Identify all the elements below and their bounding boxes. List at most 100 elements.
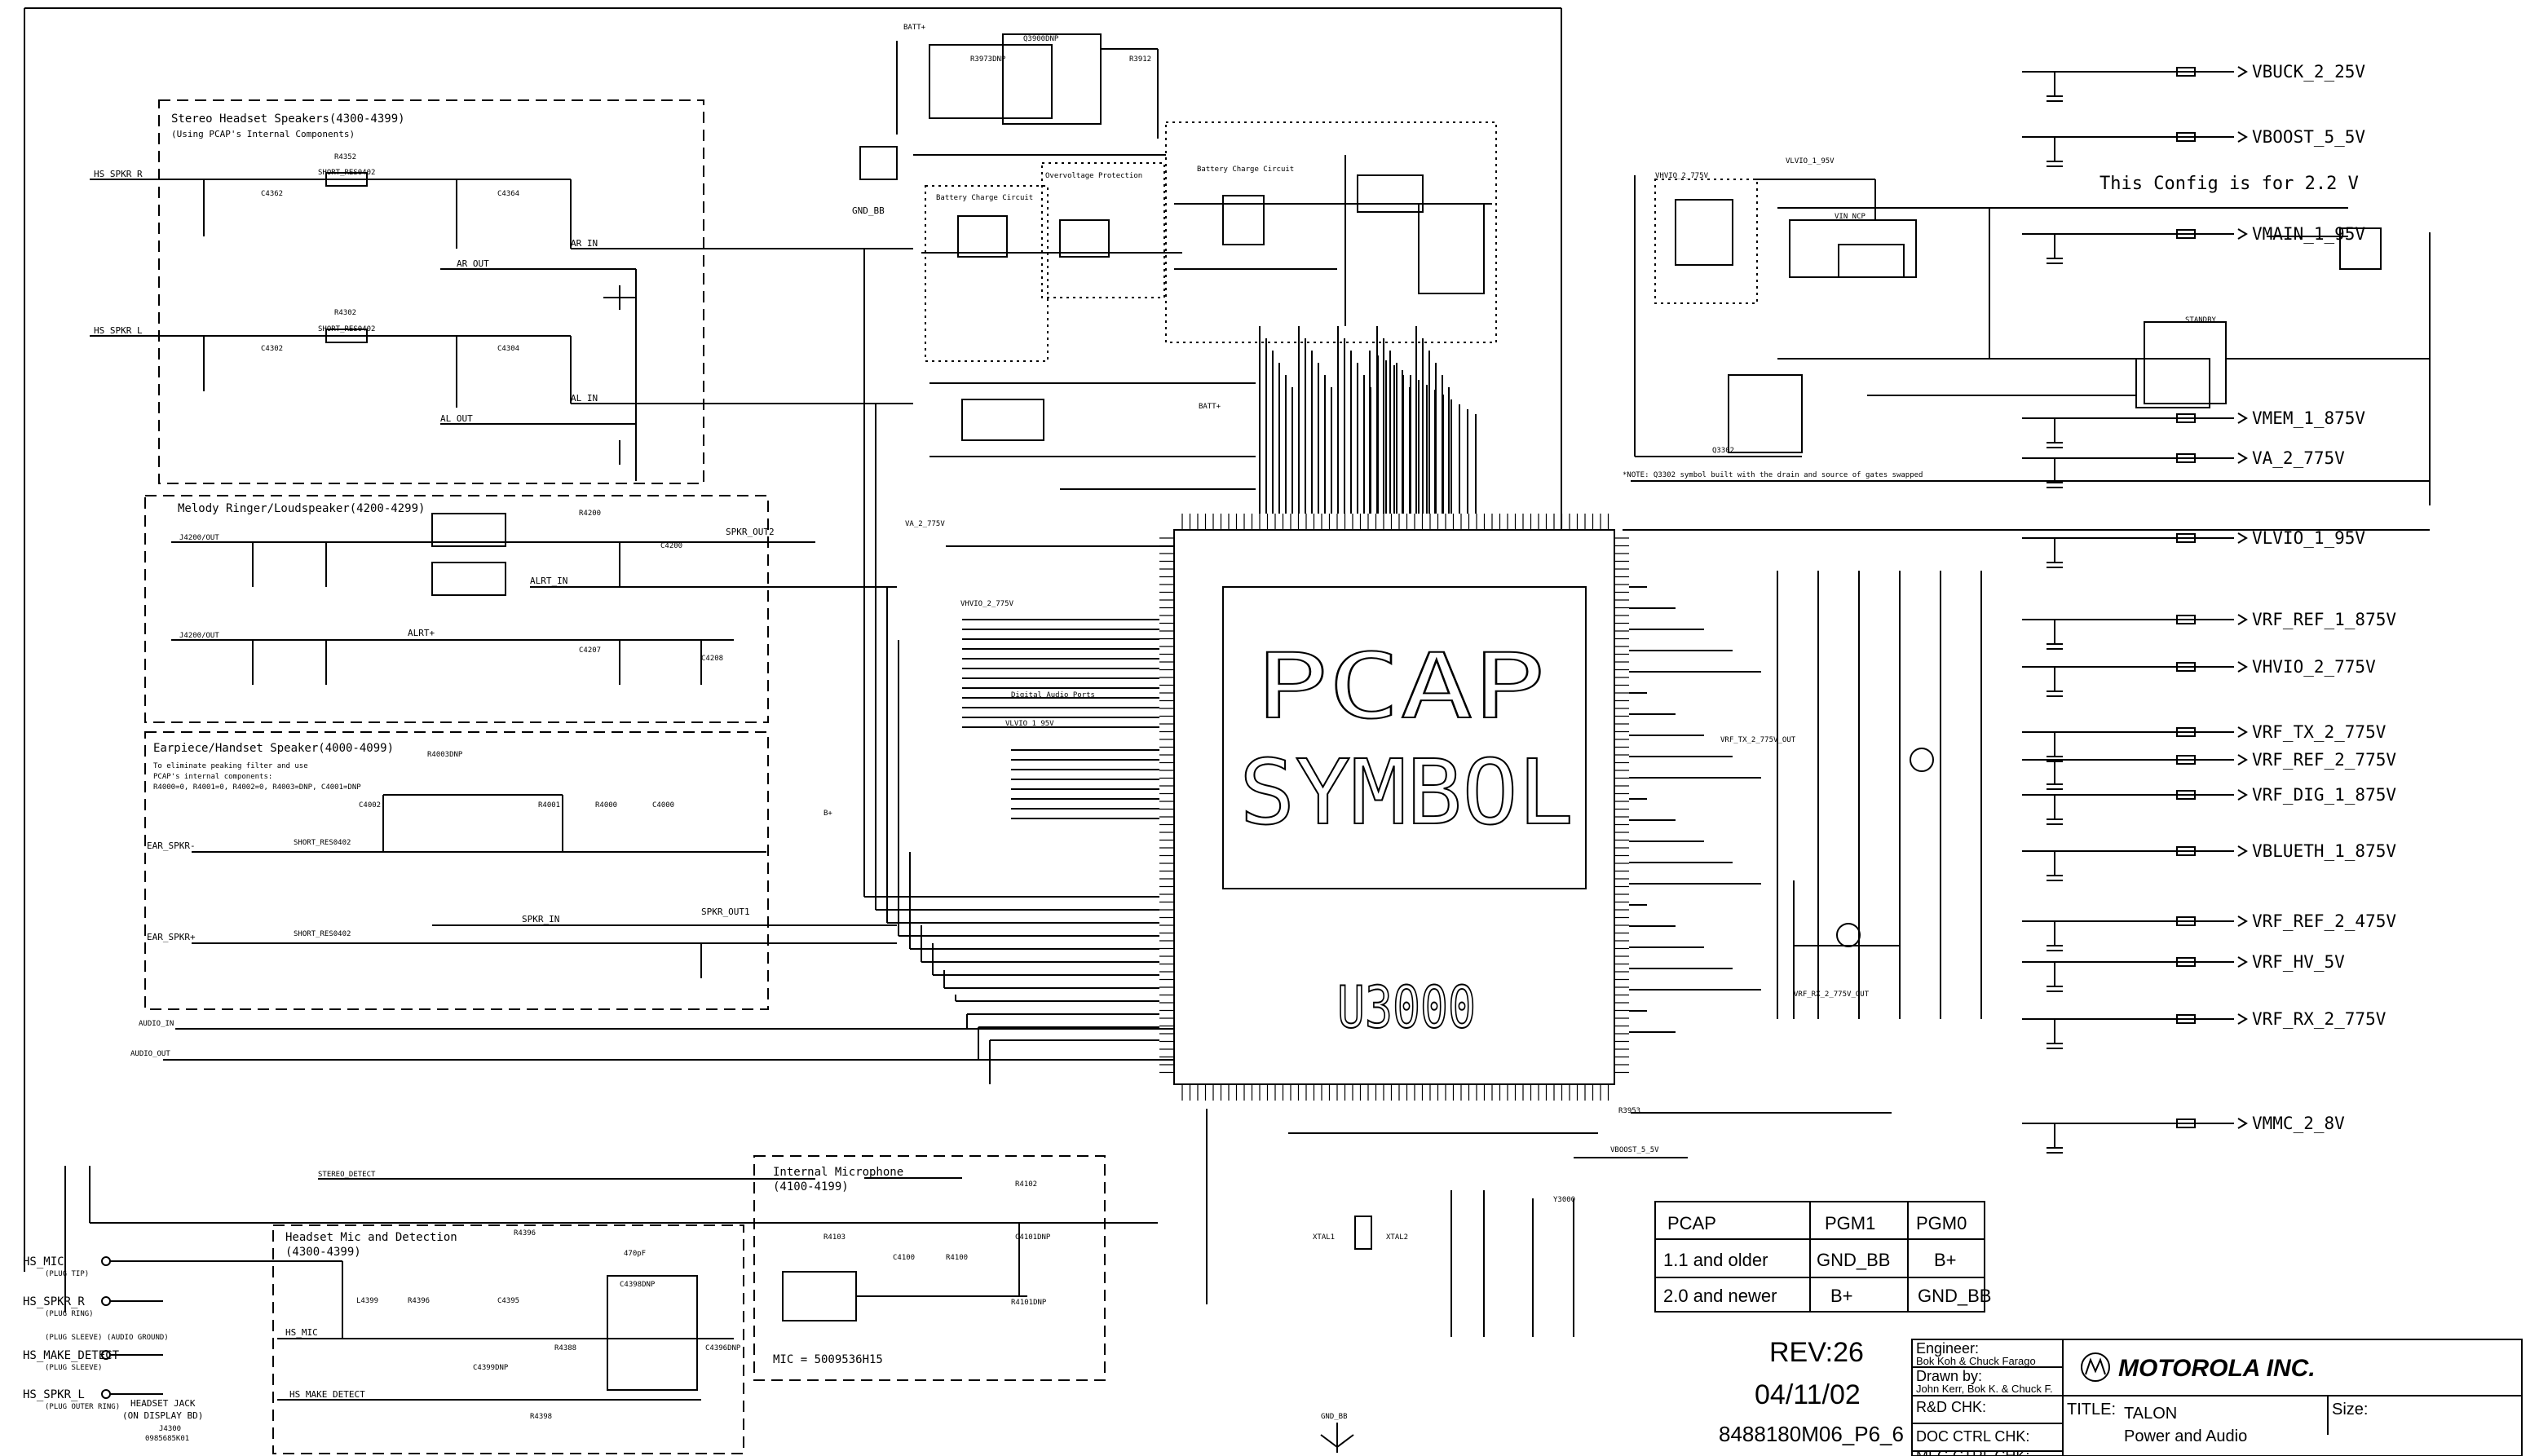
svg-text:R3912: R3912 [1129, 55, 1151, 64]
svg-text:C4364: C4364 [497, 190, 519, 198]
svg-text:AL_OUT: AL_OUT [440, 413, 473, 424]
earpiece-block: Earpiece/Handset Speaker(4000-4099) To e… [144, 731, 897, 1010]
svg-text:VRF_RX_2_775V_OUT: VRF_RX_2_775V_OUT [1794, 991, 1870, 999]
jack-pin-1: HS_SPKR_R [23, 1295, 85, 1308]
config-note: This Config is for 2.2 V [2100, 174, 2359, 194]
hs-mic-block-title: Headset Mic and Detection [285, 1231, 457, 1244]
earpiece-note-3: R4000=0, R4001=0, R4002=0, R4003=DNP, C4… [153, 783, 361, 792]
frame-lines [24, 7, 1562, 1272]
svg-text:R4200: R4200 [579, 510, 601, 518]
title-line-1: TALON [2124, 1405, 2177, 1423]
pgm-r0c1: GND_BB [1817, 1250, 1890, 1270]
jack-part-1: J4300 [159, 1425, 181, 1433]
jack-pin-sub-3: (PLUG SLEEVE) [45, 1364, 102, 1372]
svg-text:J4200/OUT: J4200/OUT [179, 632, 219, 640]
engineer-value: Bok Koh & Chuck Farago [1916, 1355, 2036, 1367]
hs-spkr-r-label: HS_SPKR_R [94, 169, 143, 179]
pcap-ic-u3000: PCAP SYMBOL U3000 [1159, 514, 1629, 1101]
svg-text:C4208: C4208 [701, 655, 723, 663]
alrt-in-label: ALRT_IN [530, 576, 567, 586]
rd-chk-label: R&D CHK: [1916, 1399, 1986, 1415]
rail-label-vlvio-1-95v: VLVIO_1_95V [2252, 528, 2365, 548]
jack-caption-2: (ON DISPLAY BD) [122, 1410, 203, 1421]
rail-label-vrf-hv-5v: VRF_HV_5V [2252, 952, 2345, 972]
batt-label: BATT+ [1199, 403, 1221, 411]
svg-text:C4304: C4304 [497, 345, 519, 353]
rail-label-vrf-dig-1-875v: VRF_DIG_1_875V [2252, 785, 2396, 805]
svg-text:*NOTE: Q3302 symbol built with: *NOTE: Q3302 symbol built with the drain… [1623, 471, 1923, 479]
ovp-title: Overvoltage Protection [1045, 172, 1142, 180]
vhvio-label: VHVIO_2_775V [960, 600, 1014, 608]
title-line-2: Power and Audio [2124, 1427, 2247, 1445]
svg-text:C4396DNP: C4396DNP [705, 1344, 741, 1352]
va-label: VA_2_775V [905, 520, 945, 528]
jack-caption-1: HEADSET JACK [130, 1398, 196, 1409]
svg-text:AL_IN: AL_IN [571, 393, 598, 404]
size-label: Size: [2332, 1401, 2368, 1418]
int-mic-part: MIC = 5009536H15 [773, 1353, 883, 1366]
engineer-label: Engineer: [1916, 1340, 1979, 1357]
svg-text:C4101DNP: C4101DNP [1015, 1233, 1051, 1242]
pgm-h2: PGM0 [1916, 1213, 1967, 1233]
svg-text:XTAL2: XTAL2 [1386, 1233, 1408, 1242]
vlvio-label: VLVIO_1_95V [1005, 720, 1054, 728]
rail-label-va-2-775v: VA_2_775V [2252, 448, 2345, 468]
rail-label-vhvio-2-775v: VHVIO_2_775V [2252, 657, 2376, 677]
svg-text:Y3000: Y3000 [1553, 1196, 1575, 1204]
headset-jack: HS_MIC(PLUG TIP)HS_SPKR_R(PLUG RING)(PLU… [23, 1255, 203, 1443]
svg-text:R4103: R4103 [823, 1233, 846, 1242]
svg-text:SHORT_RES0402: SHORT_RES0402 [294, 930, 351, 938]
svg-text:R4000: R4000 [595, 801, 617, 810]
pgm-h1: PGM1 [1825, 1213, 1875, 1233]
svg-text:C4398DNP: C4398DNP [620, 1281, 656, 1289]
rail-label-vrf-tx-2-775v: VRF_TX_2_775V [2252, 722, 2387, 742]
rail-label-vrf-ref-2-775v: VRF_REF_2_775V [2252, 750, 2396, 770]
signal-buses [863, 249, 1159, 1084]
pgm-r0c2: B+ [1934, 1250, 1957, 1270]
earpiece-block-title: Earpiece/Handset Speaker(4000-4099) [153, 742, 394, 755]
rail-label-vmain-1-95v: VMAIN_1_95V [2252, 224, 2365, 244]
title-block: REV:26 04/11/02 8488180M06_P6_6 Engineer… [1719, 1337, 2523, 1456]
pgm-r0c0: 1.1 and older [1663, 1250, 1768, 1270]
svg-text:AR_OUT: AR_OUT [457, 258, 489, 269]
svg-text:VHVIO_2_775V: VHVIO_2_775V [1655, 172, 1709, 180]
hs-mic-label-inner: HS_MIC [285, 1327, 318, 1338]
svg-text:C4399DNP: C4399DNP [473, 1364, 509, 1372]
melody-ringer-block: Melody Ringer/Loudspeaker(4200-4299) ALR… [144, 495, 897, 723]
mfg-ctrl-label: MFG CTRL CHK: [1916, 1448, 2029, 1456]
jack-pin-0: HS_MIC [23, 1255, 64, 1268]
ear-spkr-minus: EAR_SPKR- [147, 841, 196, 851]
svg-text:SHORT_RES0402: SHORT_RES0402 [318, 169, 375, 177]
rail-label-vblueth-1-875v: VBLUETH_1_875V [2252, 841, 2396, 861]
svg-text:SHORT_RES0402: SHORT_RES0402 [294, 839, 351, 847]
svg-text:C4302: C4302 [261, 345, 283, 353]
svg-text:VIN_NCP: VIN_NCP [1835, 213, 1866, 221]
svg-text:C4362: C4362 [261, 190, 283, 198]
jack-pin-sub-2: (PLUG SLEEVE) (AUDIO GROUND) [45, 1334, 169, 1342]
svg-text:STANDBY: STANDBY [2185, 316, 2217, 324]
top-circuits: GND_BB BATT+ Q3900DNP R3912 R3973DNP Bat… [852, 24, 1497, 547]
int-mic-block-title: Internal Microphone [773, 1166, 903, 1179]
svg-text:Q3900DNP: Q3900DNP [1023, 35, 1059, 43]
audio-in-label: AUDIO_IN [139, 1020, 174, 1028]
spkr-out1-label: SPKR_OUT1 [701, 907, 750, 917]
pgm-r1c2: GND_BB [1918, 1286, 1991, 1306]
svg-text:R4396: R4396 [514, 1229, 536, 1238]
rail-label-vmmc-2-8v: VMMC_2_8V [2252, 1114, 2345, 1133]
rail-label-vrf-rx-2-775v: VRF_RX_2_775V [2252, 1009, 2387, 1029]
stereo-headset-block: Stereo Headset Speakers(4300-4399) (Usin… [98, 99, 913, 484]
pgm-r1c0: 2.0 and newer [1663, 1286, 1777, 1306]
svg-text:GND_BB: GND_BB [1321, 1413, 1348, 1421]
left-signal-labels: HS_SPKR_R HS_SPKR_L AUDIO_IN AUDIO_OUT S… [64, 169, 1174, 1313]
drawn-value: John Kerr, Bok K. & Chuck F. [1916, 1383, 2053, 1395]
drawn-label: Drawn by: [1916, 1368, 1982, 1384]
pgm-table: PCAP PGM1 PGM0 1.1 and older GND_BB B+ 2… [1654, 1201, 1991, 1313]
stereo-block-title: Stereo Headset Speakers(4300-4399) [171, 113, 405, 126]
svg-text:R4396: R4396 [408, 1297, 430, 1305]
right-feed-lines [1629, 571, 1982, 1033]
spkr-out2-label: SPKR_OUT2 [726, 527, 775, 537]
headset-mic-block: Headset Mic and Detection (4300-4399) HS… [114, 1224, 744, 1454]
digital-audio-title: Digital Audio Ports [1011, 691, 1095, 699]
title-label: TITLE: [2067, 1401, 2116, 1418]
bottom-center-parts: XTAL1 XTAL2 Y3000 VBOOST_5_5V R3953 GND_… [1206, 1107, 1892, 1453]
